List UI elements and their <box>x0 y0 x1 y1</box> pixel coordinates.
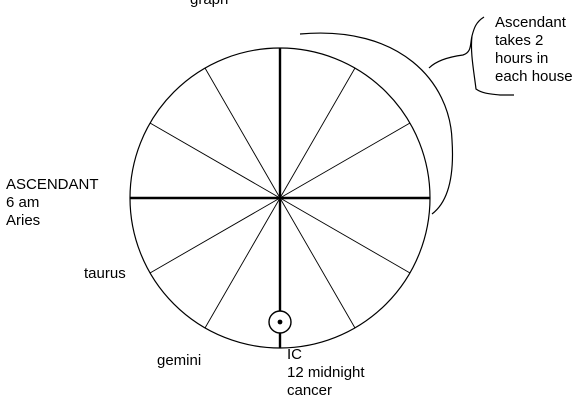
house-line-240 <box>204 197 281 329</box>
house-line-300 <box>279 197 356 329</box>
house-line-210 <box>149 197 281 274</box>
note-line-4: each house <box>495 68 573 85</box>
taurus-label: taurus <box>84 265 126 282</box>
ascendant-label-line-2: 6 am <box>6 194 40 211</box>
ic-label-line-2: 12 midnight <box>287 364 365 381</box>
house-line-120 <box>204 67 281 199</box>
note-line-3: hours in <box>495 50 549 67</box>
sun-symbol <box>268 310 292 334</box>
house-division-lines <box>149 67 411 329</box>
note-line-2: takes 2 <box>495 32 544 49</box>
outer-bracket-arc <box>299 32 454 215</box>
note-bracket-curve <box>428 16 514 96</box>
ascendant-label-line-1: ASCENDANT <box>6 176 99 193</box>
top-cropped-text: graph <box>190 0 228 9</box>
gemini-label: gemini <box>157 352 202 369</box>
house-line-330 <box>279 197 411 274</box>
ascendant-label: ASCENDANT 6 am Aries <box>6 176 99 230</box>
note-line-1: Ascendant <box>495 14 566 31</box>
ascendant-duration-note: Ascendant takes 2 hours in each house <box>495 14 573 86</box>
ic-label-line-1: IC <box>287 346 302 363</box>
ascendant-label-line-3: Aries <box>6 212 41 229</box>
house-line-150 <box>149 122 281 199</box>
sun-symbol-dot <box>277 319 283 325</box>
ic-label-line-3: cancer <box>287 382 333 399</box>
house-line-30 <box>279 122 411 199</box>
house-line-60 <box>279 67 356 199</box>
ic-label: IC 12 midnight cancer <box>287 346 365 400</box>
